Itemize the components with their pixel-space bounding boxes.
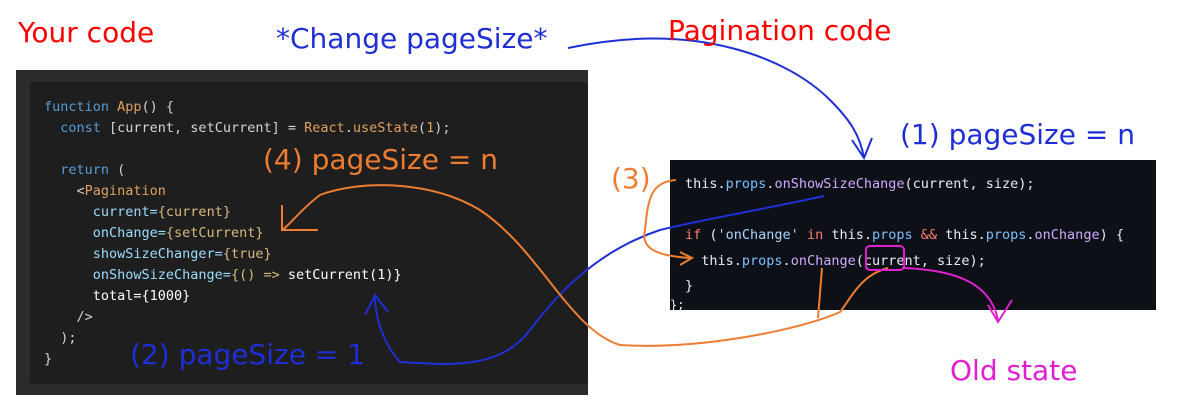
code-token: ); bbox=[44, 330, 77, 346]
code-token: . bbox=[717, 176, 726, 192]
pagination-code-block: this.props.onShowSizeChange(current, siz… bbox=[685, 172, 1124, 300]
code-token: this. bbox=[685, 252, 742, 269]
code-line: function App() { bbox=[44, 97, 450, 118]
code-line: this.props.onShowSizeChange(current, siz… bbox=[685, 172, 1124, 198]
code-token: () { bbox=[141, 99, 175, 115]
code-token: < bbox=[44, 183, 85, 199]
code-token: onShowSizeChange bbox=[774, 176, 905, 192]
code-token: (current, size); bbox=[904, 176, 1035, 192]
code-token: total={1000} bbox=[44, 288, 191, 304]
code-line: /> bbox=[44, 307, 450, 328]
code-line: current={current} bbox=[44, 202, 450, 223]
code-line: onChange={setCurrent} bbox=[44, 223, 450, 244]
code-token: current= bbox=[44, 204, 158, 220]
code-token: Pagination bbox=[84, 183, 166, 199]
code-token: const bbox=[44, 120, 110, 136]
code-line: } bbox=[685, 274, 1124, 300]
code-token: } bbox=[685, 278, 694, 294]
code-token: this. bbox=[831, 227, 872, 243]
code-token: React bbox=[304, 120, 345, 136]
pagination-code-label: Pagination code bbox=[668, 14, 892, 47]
step2-label: (2) pageSize = 1 bbox=[130, 338, 366, 371]
code-token: if bbox=[685, 227, 702, 243]
code-token: 'onChange' bbox=[717, 227, 799, 243]
code-line: return ( bbox=[44, 160, 450, 181]
code-token: ) { bbox=[1099, 227, 1124, 243]
code-token: props bbox=[871, 227, 913, 243]
code-cutoff: }; bbox=[670, 298, 685, 312]
code-line: showSizeChanger={true} bbox=[44, 244, 450, 265]
your-code-block: function App() { const [current, setCurr… bbox=[44, 97, 450, 370]
code-token: return bbox=[44, 162, 118, 178]
code-token: this. bbox=[945, 227, 986, 243]
code-token: ( bbox=[417, 120, 427, 136]
code-token: ( bbox=[701, 227, 718, 243]
code-token: {setCurrent} bbox=[165, 225, 264, 241]
code-token: this bbox=[685, 176, 718, 192]
code-token: showSizeChanger= bbox=[44, 246, 223, 262]
code-token: {current} bbox=[157, 204, 231, 220]
code-token: props bbox=[725, 176, 767, 192]
code-token: /> bbox=[44, 309, 93, 325]
code-token: [current, setCurrent] = bbox=[109, 120, 305, 136]
code-token: } bbox=[44, 351, 53, 367]
code-line bbox=[685, 198, 1124, 224]
code-token: ( bbox=[117, 162, 126, 178]
code-token: && bbox=[912, 227, 946, 243]
code-token: {() => bbox=[230, 267, 288, 283]
code-token: props bbox=[741, 252, 783, 269]
blue-arrow-change-pagesize bbox=[567, 37, 873, 161]
code-token: onChange bbox=[790, 252, 856, 269]
code-line: this.props.onChange(current, size); bbox=[685, 249, 1124, 275]
code-line: total={1000} bbox=[44, 286, 450, 307]
code-line: onShowSizeChange={() => setCurrent(1)} bbox=[44, 265, 450, 286]
code-token: onChange bbox=[1034, 227, 1100, 243]
code-token: onChange= bbox=[44, 225, 166, 241]
code-token: . bbox=[782, 252, 791, 269]
code-token: App bbox=[117, 99, 142, 115]
code-token: ); bbox=[434, 120, 451, 136]
code-token: props bbox=[985, 227, 1027, 243]
step1-label: (1) pageSize = n bbox=[900, 118, 1135, 151]
code-line: const [current, setCurrent] = React.useS… bbox=[44, 118, 450, 139]
code-token: {true} bbox=[222, 246, 272, 262]
your-code-label: Your code bbox=[18, 16, 155, 49]
step4-label: (4) pageSize = n bbox=[263, 143, 498, 176]
code-token: . bbox=[1026, 227, 1035, 243]
code-token: 1 bbox=[426, 120, 435, 136]
change-pagesize-label: *Change pageSize* bbox=[276, 22, 548, 55]
code-token: (current, size); bbox=[855, 252, 986, 269]
code-token: function bbox=[44, 99, 118, 115]
code-token: setCurrent(1)} bbox=[287, 267, 402, 283]
code-line: if ('onChange' in this.props && this.pro… bbox=[685, 223, 1124, 249]
code-token: . bbox=[766, 176, 775, 192]
code-token: . bbox=[344, 120, 353, 136]
code-token: in bbox=[798, 227, 832, 243]
code-line: <Pagination bbox=[44, 181, 450, 202]
old-state-label: Old state bbox=[950, 354, 1078, 387]
code-token: onShowSizeChange= bbox=[44, 267, 231, 283]
code-line: } bbox=[44, 349, 450, 370]
step3-label: (3) bbox=[611, 162, 651, 195]
code-line: ); bbox=[44, 328, 450, 349]
code-token: useState bbox=[352, 120, 418, 136]
